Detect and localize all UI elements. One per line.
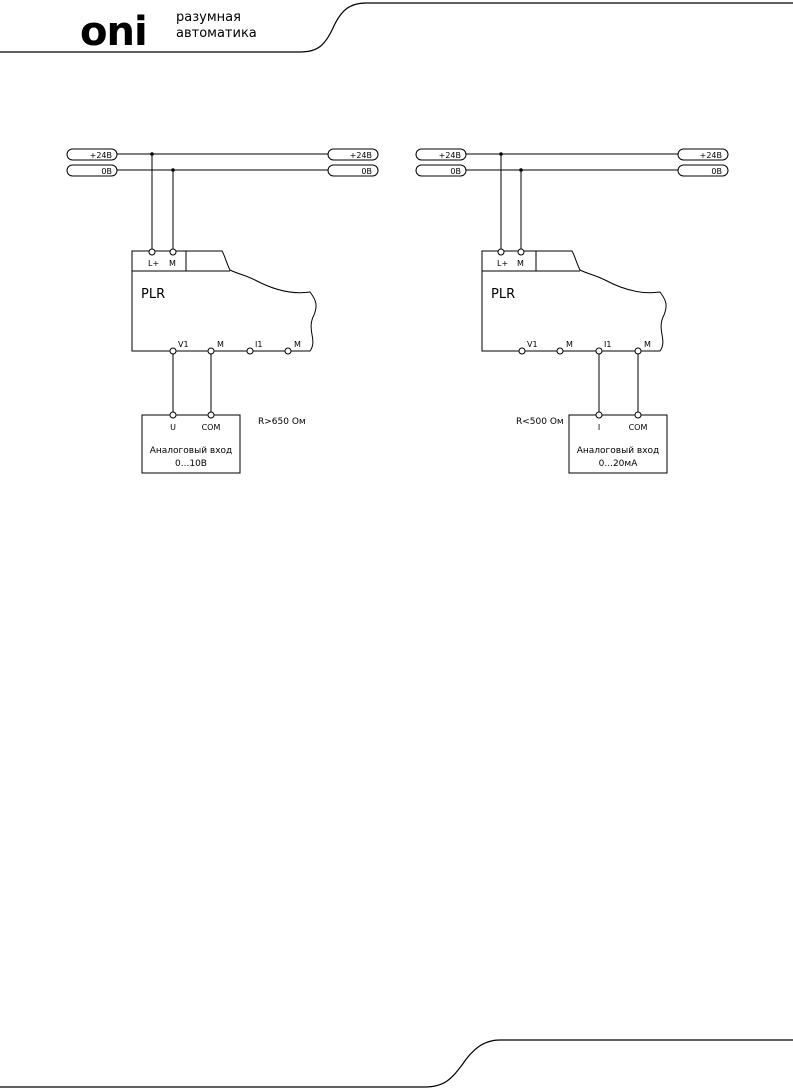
wiring-diagram-current: +24В 0В +24В 0В L+ M PLR V1 M I1 M [415, 148, 729, 474]
terminal-m [517, 248, 525, 256]
terminal-label-m2: M [217, 340, 224, 349]
terminal-m3 [284, 347, 292, 355]
rail-label-24v-left: +24В [90, 151, 112, 160]
sensor-terminal-label-i: I [598, 423, 600, 432]
rail-label-0v-left: 0В [101, 167, 112, 176]
resistance-note: R<500 Ом [516, 417, 564, 427]
rail-label-24v-left: +24В [439, 151, 461, 160]
brand-logo: oni [80, 9, 147, 55]
device-label: PLR [141, 287, 165, 302]
terminal-i1 [595, 347, 603, 355]
terminal-label-m3: M [294, 340, 301, 349]
rail-label-0v-left: 0В [450, 167, 461, 176]
wiring-diagram-voltage: +24В 0В +24В 0В L+ M PLR V1 M I1 M [66, 148, 379, 474]
terminal-m3 [634, 347, 642, 355]
rail-label-0v-right: 0В [711, 167, 722, 176]
power-terminal-block [481, 250, 537, 272]
terminal-label-lplus: L+ [497, 259, 508, 268]
terminal-i1 [246, 347, 254, 355]
terminal-label-m3: M [644, 340, 651, 349]
sensor-range: 0...10В [175, 459, 207, 469]
terminal-m [169, 248, 177, 256]
terminal-label-v1: V1 [178, 340, 189, 349]
brand-tagline-line2: автоматика [176, 26, 257, 41]
terminal-label-lplus: L+ [148, 259, 159, 268]
terminal-m2 [207, 347, 215, 355]
terminal-label-i1: I1 [255, 340, 262, 349]
footer-border-line [0, 1039, 793, 1088]
header-border-line [0, 2, 793, 53]
terminal-label-i1: I1 [604, 340, 611, 349]
sensor-box [141, 414, 241, 474]
header: oni разумная автоматика [0, 2, 793, 55]
resistance-note: R>650 Ом [258, 417, 306, 427]
brand-tagline-line1: разумная [176, 10, 241, 25]
sensor-terminal-label-u: U [170, 423, 176, 432]
sensor-terminal-label-com: COM [202, 423, 221, 432]
sensor-title: Аналоговый вход [150, 446, 233, 456]
rail-label-24v-right: +24В [700, 151, 722, 160]
terminal-label-m: M [517, 259, 524, 268]
power-terminal-block [131, 250, 187, 272]
device-label: PLR [491, 287, 515, 302]
terminal-label-v1: V1 [527, 340, 538, 349]
sensor-box [568, 414, 668, 474]
terminal-v1 [169, 347, 177, 355]
terminal-label-m2: M [566, 340, 573, 349]
rail-label-0v-right: 0В [361, 167, 372, 176]
terminal-lplus [497, 248, 505, 256]
sensor-title: Аналоговый вход [577, 446, 660, 456]
sensor-terminal-com [634, 411, 642, 419]
sensor-terminal-i [595, 411, 603, 419]
terminal-m2 [556, 347, 564, 355]
footer [0, 1039, 793, 1088]
terminal-lplus [148, 248, 156, 256]
sensor-terminal-label-com: COM [629, 423, 648, 432]
sensor-terminal-com [207, 411, 215, 419]
plr-device-outline [131, 250, 317, 352]
sensor-terminal-u [169, 411, 177, 419]
terminal-v1 [518, 347, 526, 355]
plr-device-outline [481, 250, 667, 352]
terminal-label-m: M [169, 259, 176, 268]
rail-label-24v-right: +24В [350, 151, 372, 160]
sensor-range: 0...20мА [599, 459, 639, 469]
